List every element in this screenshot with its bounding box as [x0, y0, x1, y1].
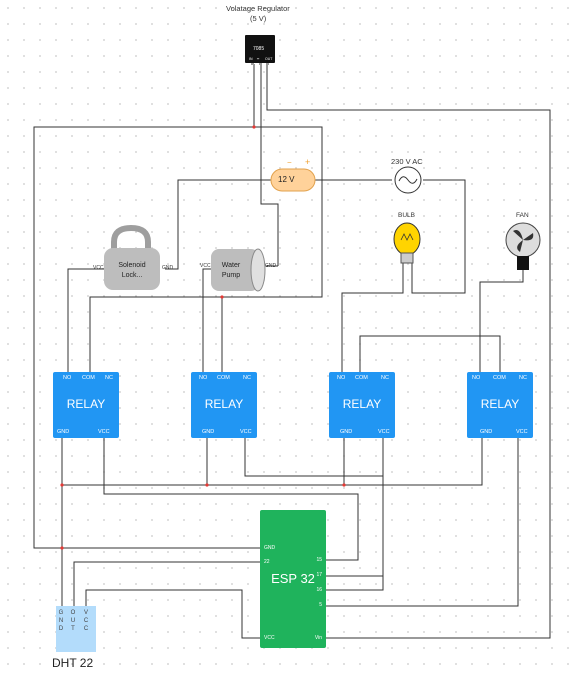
battery-plus: +	[305, 157, 311, 167]
regulator-chip: 7085	[253, 46, 265, 52]
solenoid-vcc: VCC	[93, 265, 104, 271]
relay-1: NO COM NC RELAY GND VCC	[53, 372, 119, 438]
solenoid-line2: Lock...	[121, 272, 143, 279]
esp-title: ESP 32	[271, 571, 315, 586]
wire-fan	[479, 270, 524, 372]
voltage-regulator	[245, 35, 275, 65]
pump-line1: Water	[221, 262, 241, 269]
relay-title: RELAY	[342, 397, 382, 411]
relay-pin-nc: NC	[243, 375, 251, 381]
regulator-pin-gnd: ━	[257, 57, 260, 61]
wire-reg-out	[266, 64, 551, 639]
relay-3: NO COM NC RELAY GND VCC	[329, 372, 395, 438]
wire-r1-vcc	[103, 438, 359, 561]
regulator-pin-in: IN	[249, 57, 253, 61]
battery-12v	[270, 168, 316, 192]
wire-reg-gnd	[260, 64, 279, 266]
relay-pin-vcc: VCC	[240, 429, 252, 435]
relay-pin-com: COM	[217, 375, 230, 381]
relay-pin-gnd: GND	[340, 429, 353, 435]
solenoid-gnd: GND	[162, 265, 174, 271]
wire-r3-vcc	[326, 438, 384, 591]
relay-title: RELAY	[480, 397, 520, 411]
dht-col-vcc: V C C	[83, 610, 89, 632]
wire-pump-vcc	[202, 268, 213, 372]
relay-2: NO COM NC RELAY GND VCC	[191, 372, 257, 438]
esp32-board: GND 22 VCC ESP 32 15 17 16 5 Vin	[260, 510, 326, 648]
relay-pin-no: NO	[472, 375, 481, 381]
wire-dht-out	[73, 561, 260, 606]
ac-source	[394, 166, 422, 194]
pump-line2: Pump	[221, 272, 241, 279]
fan-label: FAN	[516, 212, 529, 219]
wire-batt-minus	[165, 179, 272, 270]
ac-label: 230 V AC	[391, 157, 423, 166]
water-pump	[211, 248, 266, 292]
wire-dht-vcc	[85, 589, 260, 639]
relay-title: RELAY	[66, 397, 106, 411]
relay-pin-nc: NC	[105, 375, 113, 381]
pump-gnd: GND	[265, 263, 277, 269]
regulator-subtitle: (5 V)	[250, 14, 267, 23]
relay-pin-vcc: VCC	[516, 429, 528, 435]
relay-pin-nc: NC	[519, 375, 527, 381]
relay-pin-com: COM	[355, 375, 368, 381]
esp-pin-vcc: VCC	[264, 635, 275, 641]
battery-label: 12 V	[278, 175, 295, 184]
relay-pin-com: COM	[82, 375, 95, 381]
relay-pin-vcc: VCC	[98, 429, 110, 435]
pump-vcc: VCC	[200, 263, 211, 269]
relay-pin-no: NO	[63, 375, 72, 381]
relay-pin-gnd: GND	[480, 429, 493, 435]
wire-bulb-relay3	[341, 262, 404, 372]
relay-pin-gnd: GND	[57, 429, 70, 435]
regulator-pin-out: OUT	[265, 57, 273, 61]
relay-title: RELAY	[204, 397, 244, 411]
wire-solenoid-vcc	[67, 268, 108, 372]
relay-4: NO COM NC RELAY GND VCC	[467, 372, 533, 438]
bulb-icon	[393, 222, 421, 264]
esp-pin-15: 15	[316, 557, 322, 563]
relay-pin-vcc: VCC	[378, 429, 390, 435]
esp-pin-22: 22	[264, 559, 270, 565]
battery-minus: −	[287, 158, 292, 167]
regulator-title: Volatage Regulator	[226, 4, 290, 13]
esp-pin-gnd: GND	[264, 545, 276, 551]
wire-ac-right	[411, 179, 466, 294]
wire-r4-vcc	[326, 438, 519, 607]
wire-reg-in	[33, 64, 260, 549]
fan-icon	[505, 222, 541, 270]
relay-pin-no: NO	[337, 375, 346, 381]
solenoid-lock	[104, 224, 160, 290]
relay-pin-com: COM	[493, 375, 506, 381]
wire-gnd-bus	[62, 438, 483, 486]
relay-pin-nc: NC	[381, 375, 389, 381]
dht-label: DHT 22	[52, 656, 94, 670]
bulb-label: BULB	[398, 212, 415, 219]
dht22-sensor: G N D O U T V C C	[56, 606, 96, 652]
dht-col-gnd: G N D	[58, 610, 64, 632]
esp-pin-16: 16	[316, 587, 322, 593]
esp-pin-vin: Vin	[314, 635, 322, 641]
esp-pin-5: 5	[319, 602, 322, 608]
wire-bus	[89, 126, 323, 372]
relay-pin-no: NO	[199, 375, 208, 381]
solenoid-line1: Solenoid	[118, 262, 146, 269]
relay-pin-gnd: GND	[202, 429, 215, 435]
wire-relay34-com	[359, 335, 501, 372]
esp-pin-17: 17	[316, 572, 322, 578]
dht-col-out: O U T	[70, 610, 76, 632]
